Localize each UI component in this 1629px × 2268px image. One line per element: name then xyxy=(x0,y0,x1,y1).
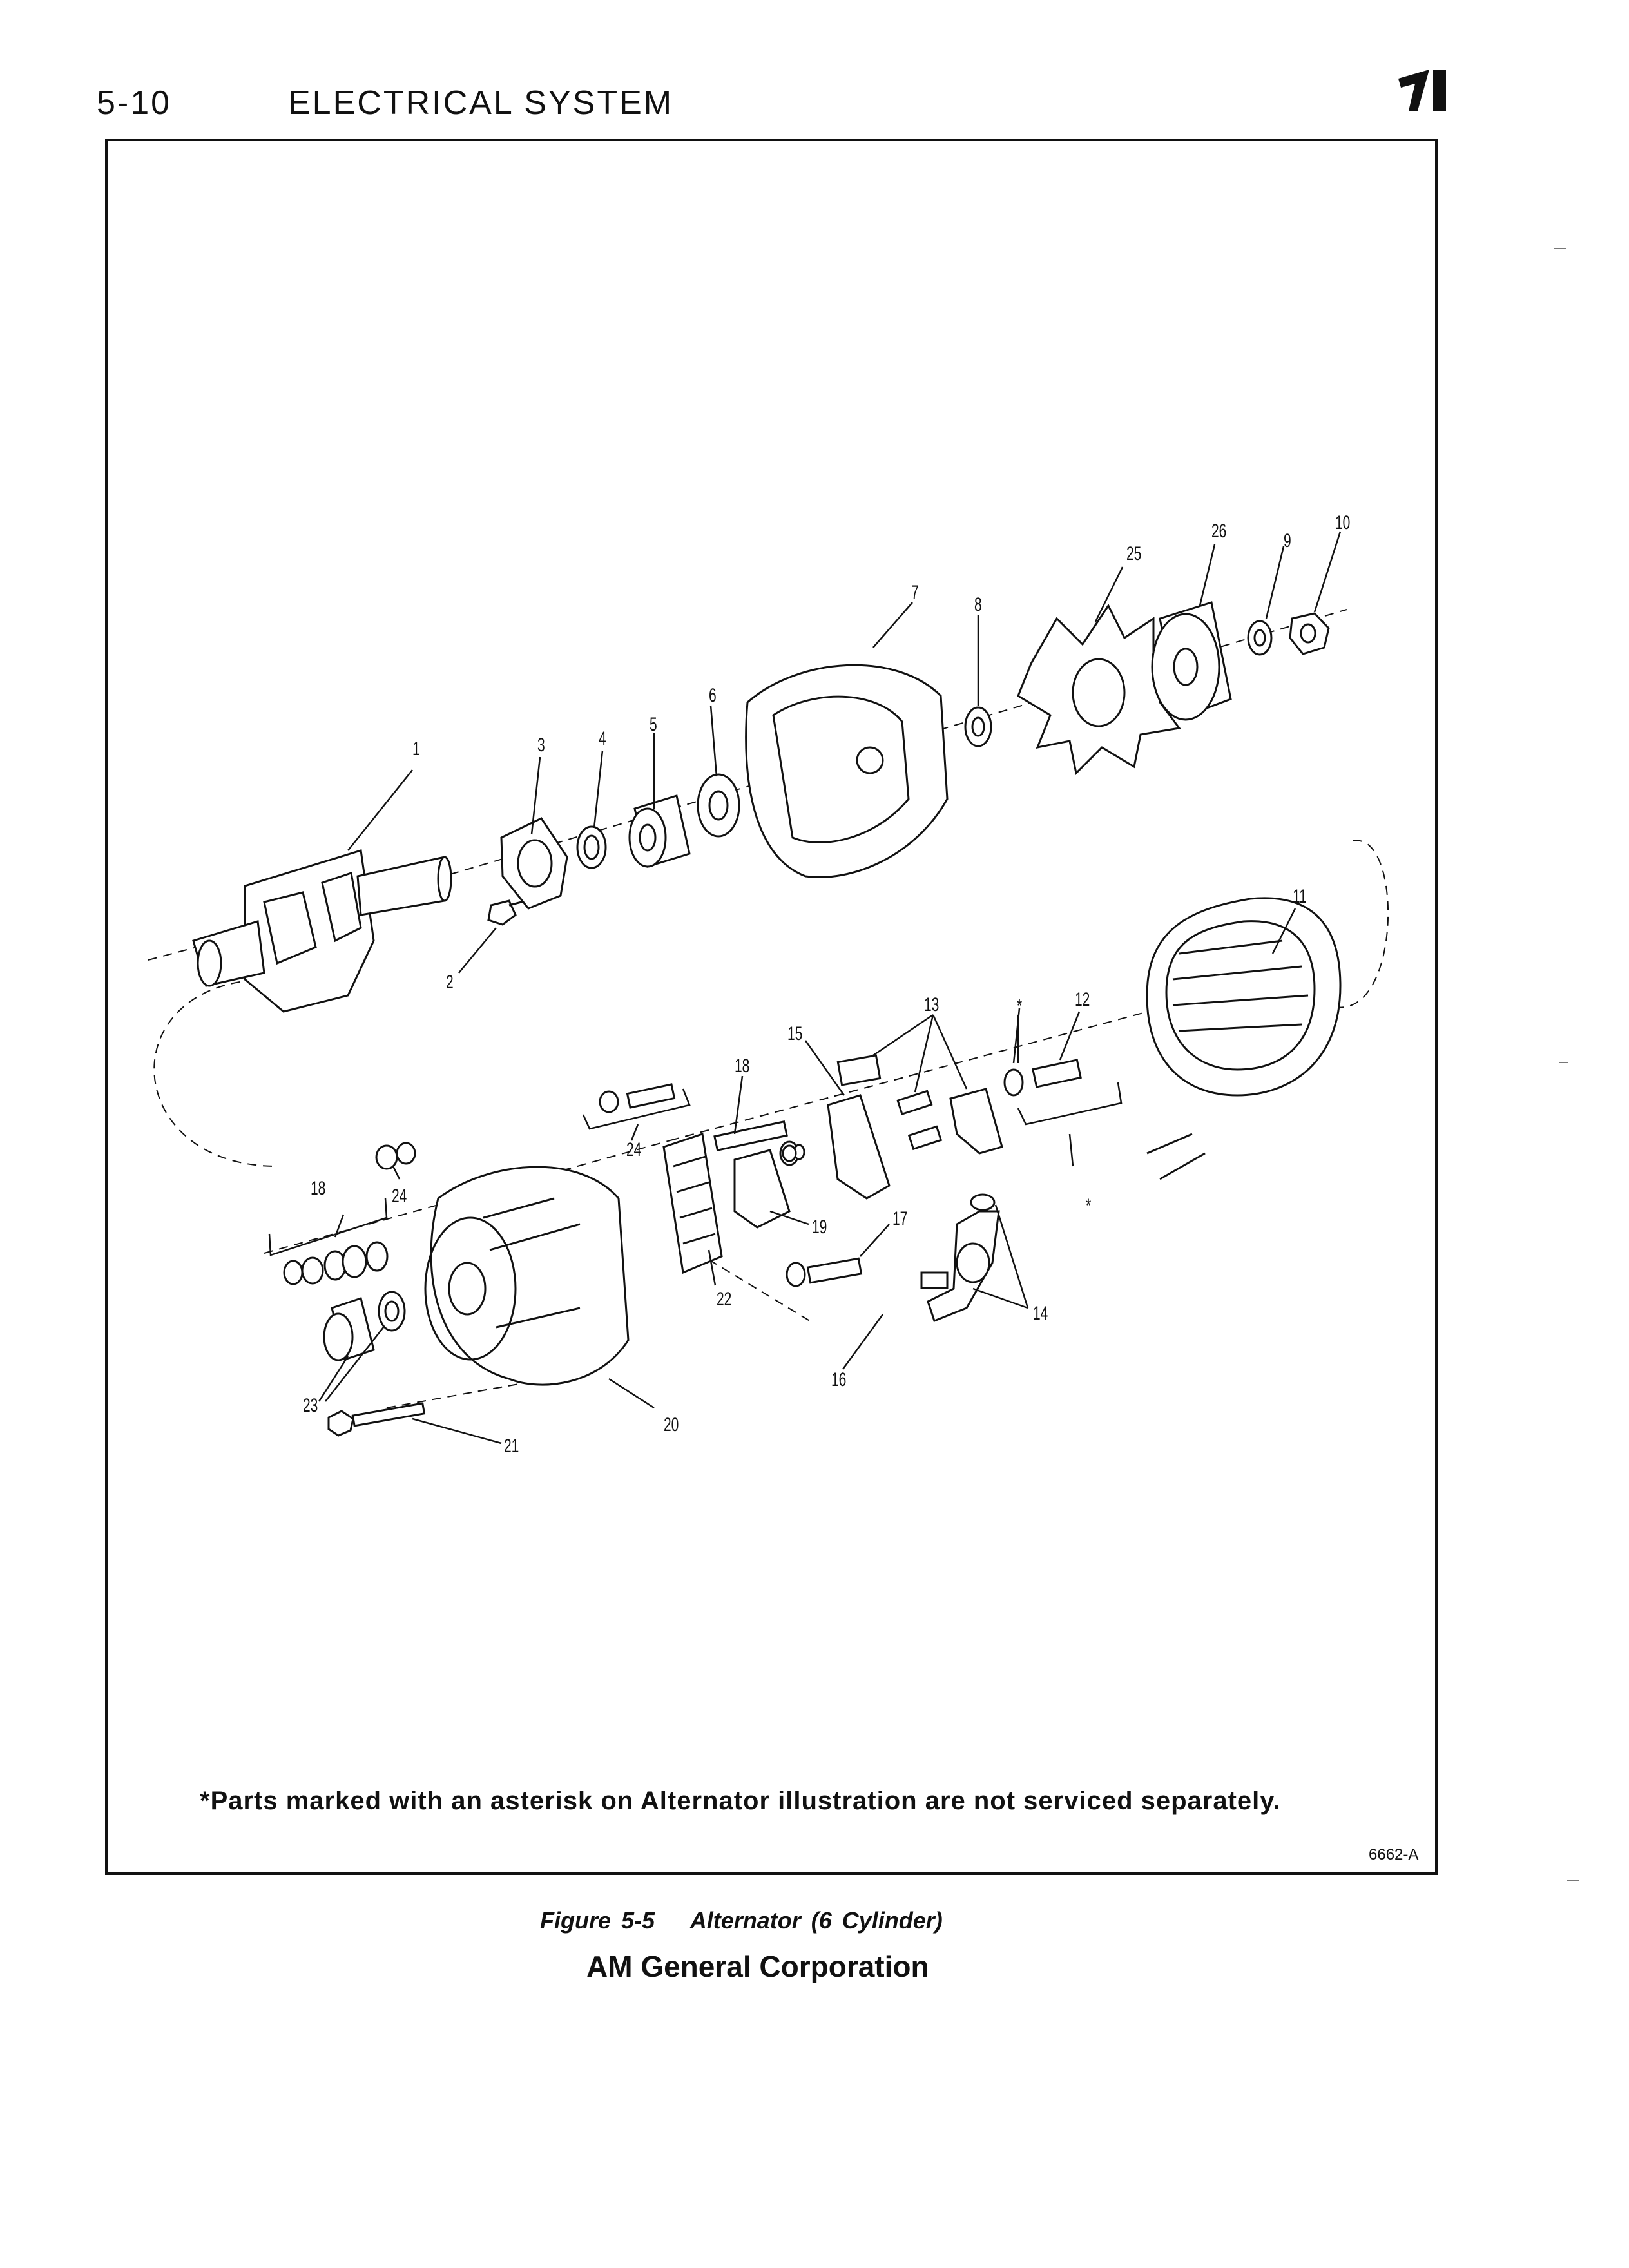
capacitor-part xyxy=(920,1193,1000,1322)
figure-caption-title: Alternator (6 Cylinder) xyxy=(689,1907,943,1934)
slip-ring-end-frame-part xyxy=(424,1166,630,1386)
figure-frame xyxy=(105,139,1438,1875)
callout-24-lower: 24 xyxy=(392,1186,407,1207)
drawing-number: 6662-A xyxy=(1369,1846,1419,1863)
fan-part xyxy=(1017,604,1181,776)
regulator-part xyxy=(733,1149,791,1229)
callout-1: 1 xyxy=(412,738,420,760)
callout-8: 8 xyxy=(974,594,982,615)
callout-16: 16 xyxy=(831,1369,847,1390)
callout-asterisk-upper: * xyxy=(1017,995,1023,1017)
pulley-part xyxy=(1151,601,1232,721)
figure-footnote: *Parts marked with an asterisk on Altern… xyxy=(200,1787,1281,1815)
page-number: 5-10 xyxy=(97,84,172,122)
callout-21: 21 xyxy=(504,1436,519,1457)
margin-mark xyxy=(1554,248,1566,249)
callout-22: 22 xyxy=(717,1289,732,1310)
margin-mark xyxy=(1567,1880,1579,1881)
nut-part xyxy=(1289,612,1330,655)
callout-3: 3 xyxy=(537,735,545,756)
bolt-part xyxy=(1003,1059,1082,1097)
callout-20: 20 xyxy=(664,1414,679,1436)
callout-13: 13 xyxy=(924,994,940,1015)
callout-asterisk-lower: * xyxy=(1086,1195,1092,1216)
callout-2: 2 xyxy=(446,972,454,993)
callout-19: 19 xyxy=(812,1216,827,1238)
rectifier-bridge-part xyxy=(662,1133,723,1274)
stator-part xyxy=(1146,897,1342,1180)
rotor-part xyxy=(192,849,452,1013)
bushing-part xyxy=(323,1291,406,1361)
margin-mark xyxy=(1559,1062,1568,1063)
callout-7: 7 xyxy=(911,582,919,603)
callout-25: 25 xyxy=(1126,543,1142,564)
section-title: ELECTRICAL SYSTEM xyxy=(288,84,674,122)
callout-6: 6 xyxy=(709,685,717,706)
heat-sink-part xyxy=(827,1094,891,1200)
drive-end-frame-part xyxy=(745,664,949,878)
group-brackets xyxy=(268,1082,1123,1256)
leader-lines xyxy=(318,531,1342,1445)
through-bolt-part xyxy=(327,1402,426,1437)
retainer-plate-part xyxy=(500,817,568,910)
washer-part xyxy=(1247,620,1273,656)
spacer-part xyxy=(964,706,992,747)
callout-11: 11 xyxy=(1293,886,1307,907)
callout-23: 23 xyxy=(303,1395,318,1416)
screw-part-17 xyxy=(786,1257,863,1287)
collar-part xyxy=(576,825,607,869)
seal-part xyxy=(697,773,740,838)
callout-18-upper: 18 xyxy=(735,1055,750,1077)
callout-18-lower: 18 xyxy=(311,1178,326,1199)
page-header: 5-10 ELECTRICAL SYSTEM xyxy=(97,84,1450,135)
callout-9: 9 xyxy=(1284,530,1291,552)
bearing-part xyxy=(628,794,691,868)
callout-26: 26 xyxy=(1211,521,1227,542)
callout-10: 10 xyxy=(1335,512,1351,533)
callout-12: 12 xyxy=(1075,989,1090,1010)
callout-17: 17 xyxy=(892,1208,908,1229)
publisher-name: AM General Corporation xyxy=(586,1950,929,1983)
brush-holder-parts xyxy=(836,1054,1003,1155)
figure-caption: Figure 5-5 Alternator (6 Cylinder) xyxy=(540,1907,943,1934)
callout-5: 5 xyxy=(650,714,657,735)
callout-4: 4 xyxy=(599,728,606,749)
amc-logo-icon xyxy=(1398,70,1446,111)
terminal-stack-parts xyxy=(283,1083,797,1285)
callout-15: 15 xyxy=(787,1023,803,1044)
callout-24-upper: 24 xyxy=(626,1139,642,1160)
figure-caption-label: Figure 5-5 xyxy=(540,1907,655,1934)
callout-14: 14 xyxy=(1033,1303,1048,1324)
